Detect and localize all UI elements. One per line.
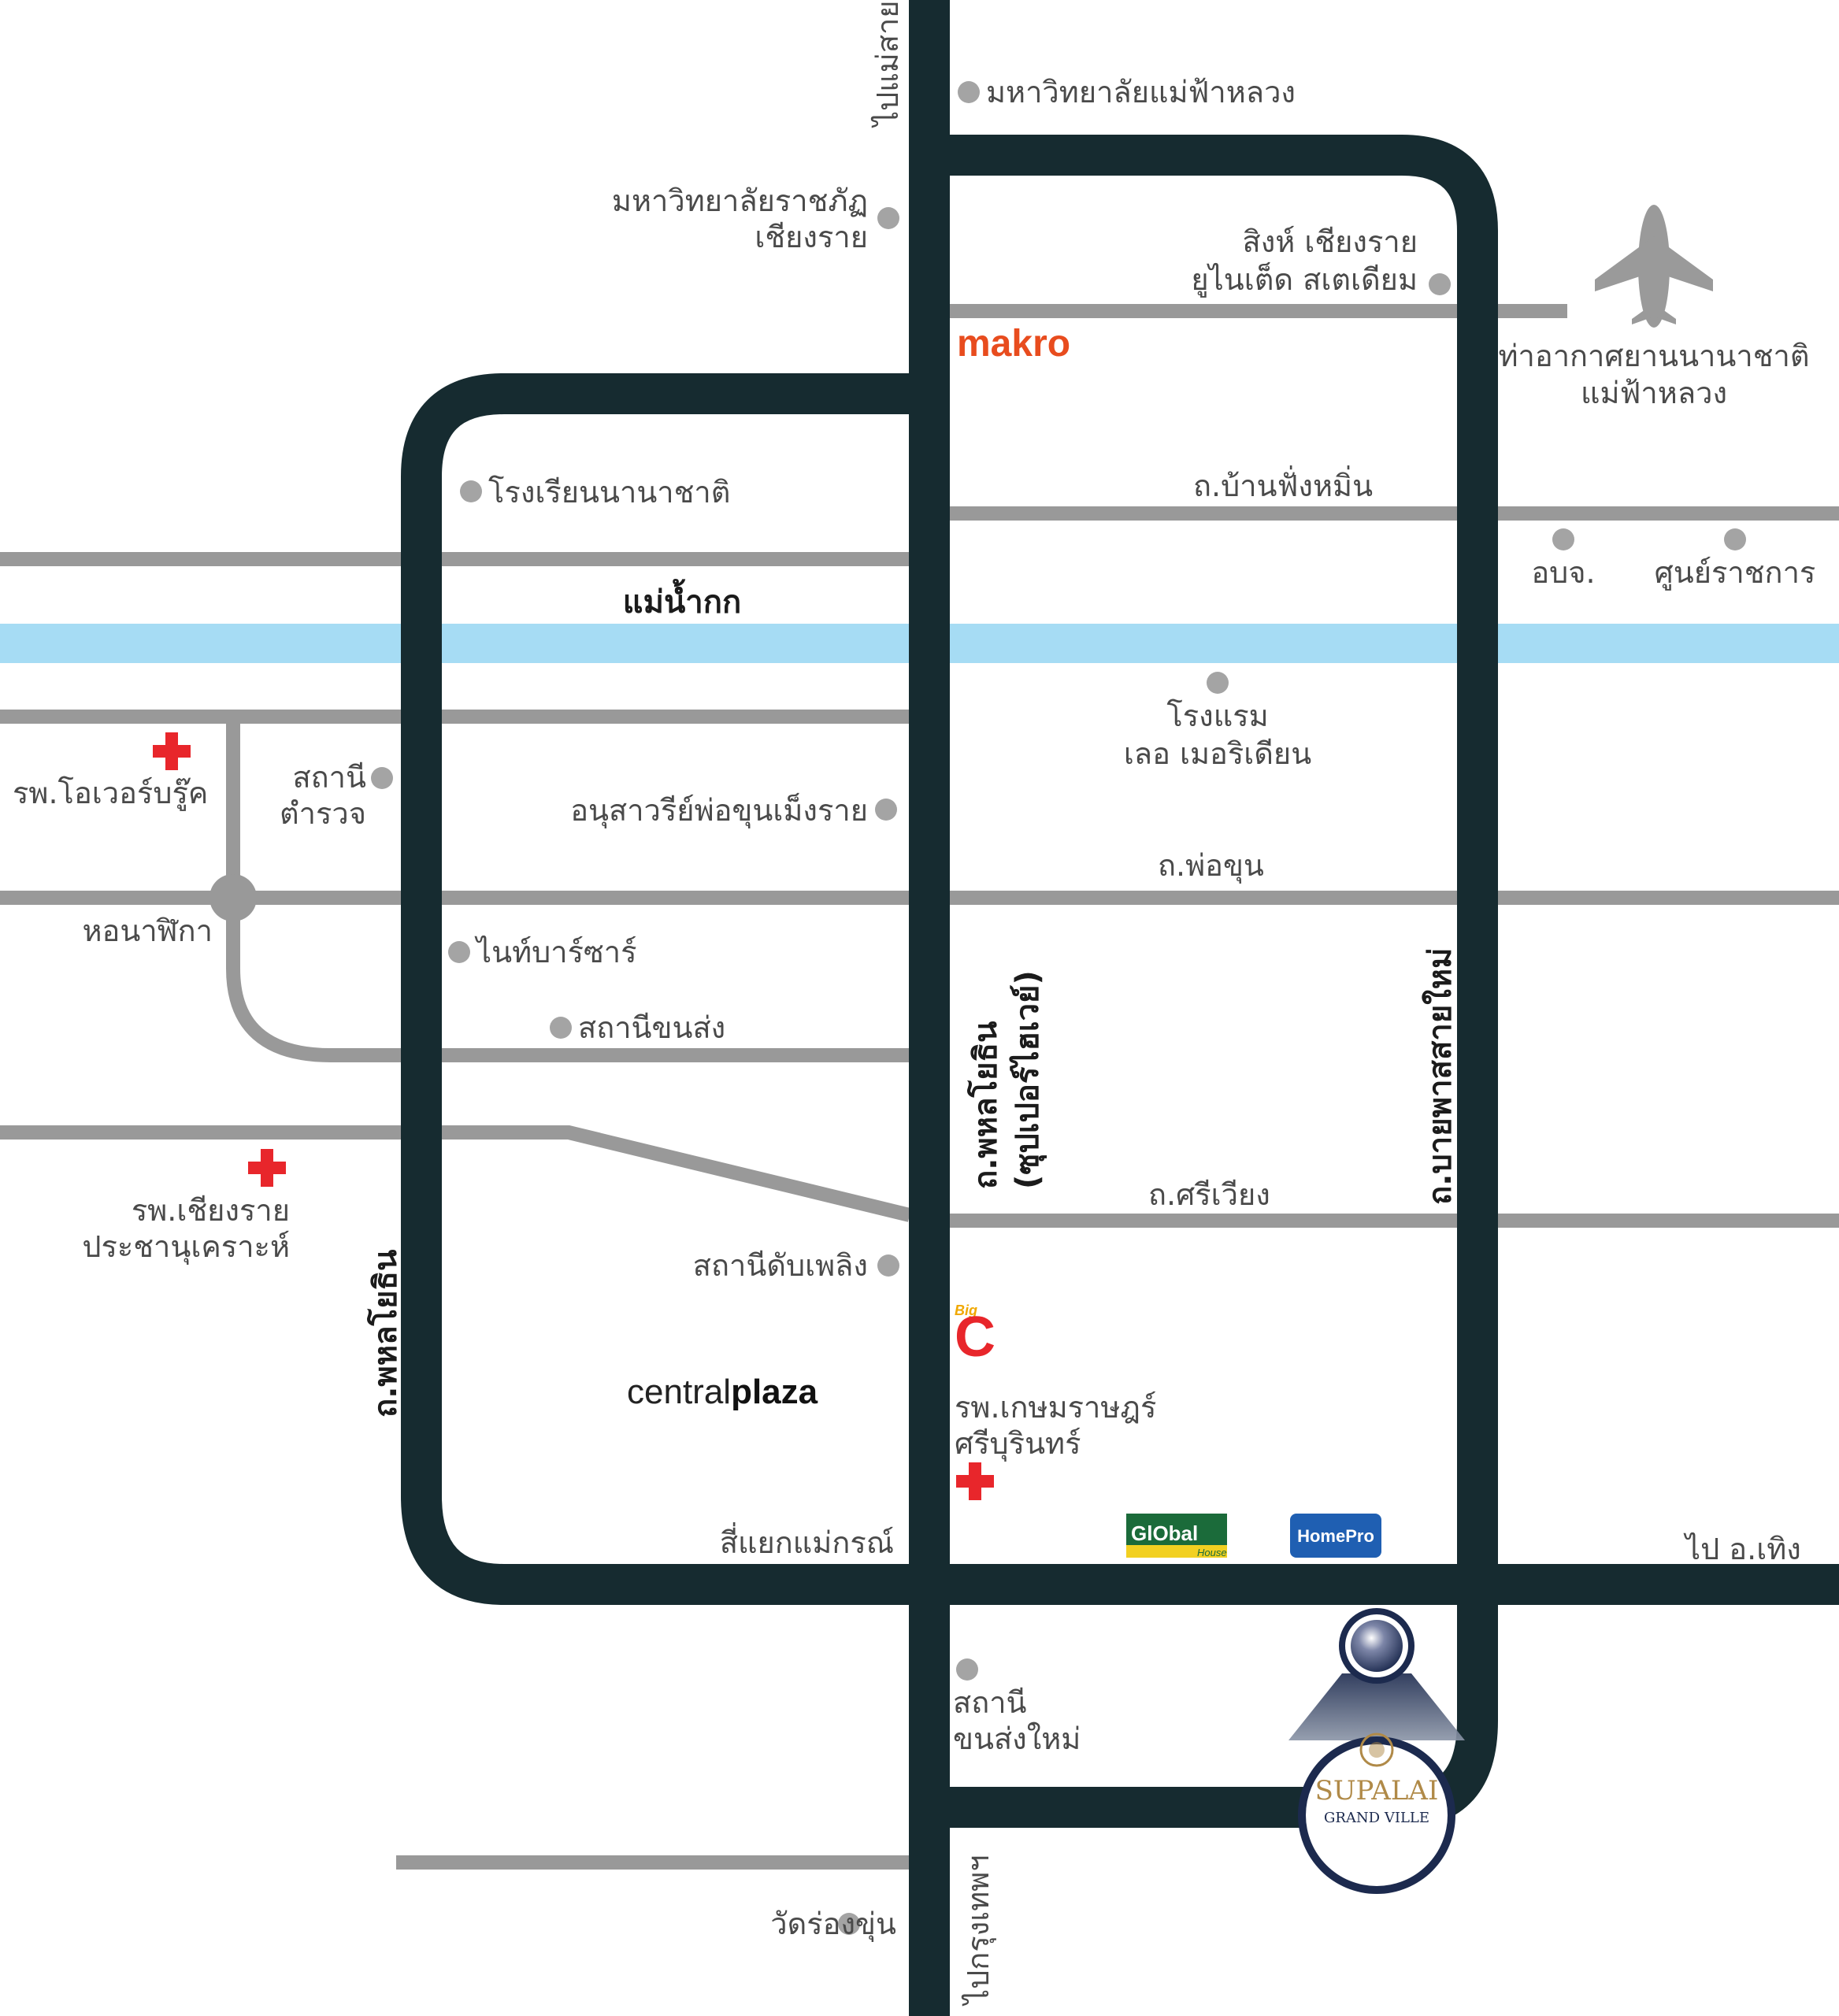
road-clock-tower-loop: [226, 717, 910, 1062]
river-label: แม่น้ำกก: [623, 579, 741, 621]
poi-dots: [371, 81, 1746, 1935]
place-overbrook: รพ.โอเวอร์บรู๊ค: [13, 776, 208, 811]
road-label-phahon-west: ถ.พหลโยธิน: [367, 1250, 404, 1418]
hospital-cross-icon: [956, 1462, 994, 1500]
place-police-1: สถานี: [292, 760, 366, 795]
homepro-logo-text: HomePro: [1297, 1526, 1374, 1546]
poi-dot-meridien: [1207, 672, 1229, 694]
place-cr-pracha-2: ประชานุเคราะห์: [82, 1229, 290, 1265]
poi-dot-monument: [875, 799, 897, 821]
main-roads: [401, 0, 1839, 2016]
road-label-superhighway-1: ถ.พหลโยธิน: [967, 1021, 1004, 1189]
supalai-emblem-icon: [1359, 1732, 1394, 1767]
place-stadium-1: สิงห์ เชียงราย: [1243, 224, 1418, 259]
place-night-bazaar: ไนท์บาร์ซาร์: [474, 935, 637, 969]
poi-dot-police: [371, 767, 393, 789]
poi-dot-crru: [877, 207, 899, 229]
place-cr-pracha-1: รพ.เชียงราย: [132, 1193, 290, 1228]
poi-dot-gov: [1724, 528, 1746, 550]
road-label-to-mae-sai: ไปแม่สาย: [870, 0, 905, 128]
poi-dot-fire: [877, 1254, 899, 1277]
clock-tower-roundabout: [209, 874, 257, 921]
road-label-pho-khun: ถ.พ่อขุน: [1158, 848, 1264, 884]
poi-dot-wat: [838, 1913, 860, 1935]
makro-logo: makro: [957, 323, 1070, 365]
road-label-si-wiang: ถ.ศรีเวียง: [1148, 1177, 1270, 1212]
poi-dot-bus: [550, 1017, 572, 1039]
centralplaza-logo-plaza: plaza: [731, 1373, 818, 1411]
centralplaza-logo: centralplaza: [627, 1373, 818, 1411]
place-airport-2: แม่ฟ้าหลวง: [1581, 376, 1727, 410]
place-wat-rong-khun: วัดร่องขุ่น: [770, 1907, 896, 1942]
place-crru-1: มหาวิทยาลัยราชภัฏ: [612, 183, 868, 218]
poi-dot-mfu: [958, 81, 980, 103]
poi-dot-intl-school: [460, 480, 482, 502]
road-label-superhighway-2: (ซุปเปอร์ไฮเวย์): [1009, 970, 1047, 1189]
place-new-bus-2: ขนส่งใหม่: [953, 1721, 1081, 1756]
poi-dot-obj: [1552, 528, 1574, 550]
road-label-ban-fang-hmin: ถ.บ้านฟั่งหมิ่น: [1193, 465, 1373, 503]
supalai-logo-name: SUPALAI: [1315, 1775, 1439, 1807]
place-meridien-1: โรงแรม: [1166, 699, 1268, 733]
place-police-2: ตำรวจ: [280, 796, 366, 831]
place-airport-1: ท่าอากาศยานนานาชาติ: [1498, 339, 1809, 373]
centralplaza-logo-central: central: [627, 1373, 731, 1411]
place-new-bus-1: สถานี: [953, 1685, 1027, 1720]
supalai-logo-sub: GRAND VILLE: [1324, 1810, 1429, 1826]
place-kasem-2: ศรีบุรินทร์: [955, 1426, 1081, 1462]
globalhouse-logo-sub: House: [1197, 1547, 1227, 1558]
road-label-to-thoeng: ไป อ.เทิง: [1683, 1532, 1801, 1566]
place-meridien-2: เลอ เมอริเดียน: [1124, 736, 1311, 771]
place-crru-2: เชียงราย: [755, 220, 868, 254]
homepro-logo: HomePro: [1290, 1514, 1381, 1558]
place-monument: อนุสาวรีย์พ่อขุนเม็งราย: [570, 792, 868, 828]
supalai-location-pin: SUPALAI GRAND VILLE: [1288, 1608, 1465, 1894]
place-intl-school: โรงเรียนนานาชาติ: [488, 475, 730, 510]
airplane-icon: [1595, 205, 1713, 328]
road-diagonal: [0, 1125, 912, 1222]
place-obj: อบจ.: [1531, 555, 1595, 590]
bigc-logo-small: Big: [955, 1303, 977, 1318]
road-label-bypass: ถ.บายพาสสายใหม่: [1422, 947, 1459, 1205]
bigc-logo-c: C: [955, 1306, 996, 1369]
poi-dot-new-bus: [956, 1658, 978, 1681]
hospital-cross-icon: [248, 1149, 286, 1187]
globalhouse-logo: GlObal House: [1126, 1514, 1227, 1558]
place-clock-tower: หอนาฬิกา: [82, 914, 213, 948]
place-stadium-2: ยูไนเต็ด สเตเดียม: [1191, 261, 1418, 298]
poi-dot-bazaar: [448, 941, 470, 963]
poi-dot-stadium: [1429, 273, 1451, 295]
place-gov-center: ศูนย์ราชการ: [1655, 555, 1816, 591]
place-kasem-1: รพ.เกษมราษฎร์: [955, 1390, 1156, 1425]
road-label-to-bangkok: ไปกรุงเทพฯ: [961, 1855, 996, 2007]
place-fire-station: สถานีดับเพลิง: [693, 1248, 868, 1283]
globalhouse-logo-text: GlObal: [1131, 1521, 1198, 1545]
road-phahon-loop: [401, 373, 1839, 1605]
place-bus-station: สถานีขนส่ง: [578, 1010, 725, 1045]
place-mfu: มหาวิทยาลัยแม่ฟ้าหลวง: [986, 75, 1296, 109]
hospital-cross-icon: [153, 732, 191, 770]
minor-roads: [0, 304, 1839, 1870]
bigc-logo: Big C: [955, 1303, 996, 1369]
road-label-mae-korn: สี่แยกแม่กรณ์: [720, 1522, 894, 1560]
